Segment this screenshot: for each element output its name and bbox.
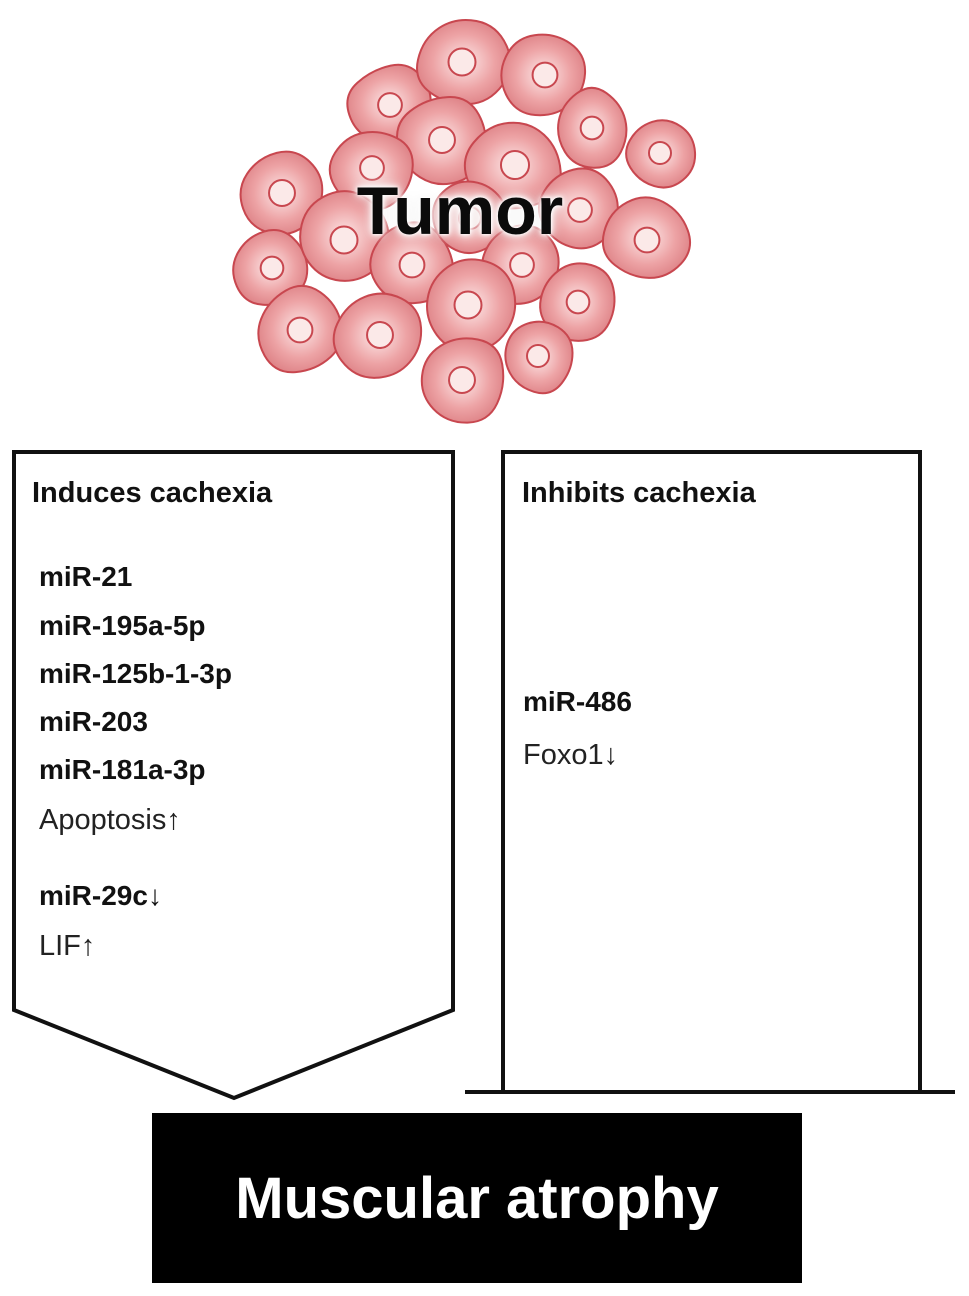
cell-nucleus bbox=[259, 255, 285, 281]
induces-mirna-2: miR-195a-5p bbox=[39, 610, 206, 641]
inhibits-cachexia-title: Inhibits cachexia bbox=[522, 477, 756, 509]
induces-mirna-4: miR-203 bbox=[39, 706, 148, 737]
inhibits-effect-foxo1: Foxo1↓ bbox=[523, 739, 619, 771]
tumor-label: Tumor bbox=[356, 173, 564, 249]
cell-nucleus bbox=[458, 206, 482, 230]
inhibits-cachexia-box bbox=[501, 450, 922, 1092]
cell-nucleus bbox=[509, 252, 535, 278]
cell-nucleus bbox=[366, 321, 394, 349]
induces-mirna-1: miR-21 bbox=[39, 561, 133, 592]
cell-nucleus bbox=[398, 251, 426, 279]
induces-mirna-5: miR-181a-3p bbox=[39, 754, 206, 785]
cell-nucleus bbox=[648, 141, 672, 165]
cell-nucleus bbox=[567, 197, 593, 223]
cell-nucleus bbox=[453, 290, 483, 320]
induces-cachexia-title: Induces cachexia bbox=[32, 477, 273, 509]
cell-nucleus bbox=[499, 149, 531, 181]
cell-nucleus bbox=[633, 226, 661, 254]
muscular-atrophy-box: Muscular atrophy bbox=[152, 1113, 802, 1283]
cell-nucleus bbox=[579, 115, 605, 141]
induces-cachexia-arrow-box bbox=[12, 450, 455, 1101]
cell-nucleus bbox=[526, 344, 550, 368]
cell-nucleus bbox=[359, 155, 385, 181]
cell-nucleus bbox=[286, 316, 314, 344]
induces-mirna-3: miR-125b-1-3p bbox=[39, 658, 232, 689]
cell-nucleus bbox=[531, 61, 559, 89]
cell-nucleus bbox=[448, 366, 476, 394]
tumor-cell-cluster bbox=[232, 18, 697, 424]
cell-nucleus bbox=[565, 289, 591, 315]
induces-effect-lif: LIF↑ bbox=[39, 930, 96, 962]
cell-nucleus bbox=[428, 126, 456, 154]
induces-mirna-29c: miR-29c↓ bbox=[39, 880, 162, 911]
induces-effect-apoptosis: Apoptosis↑ bbox=[39, 804, 181, 836]
muscular-atrophy-label: Muscular atrophy bbox=[235, 1165, 719, 1231]
cell-nucleus bbox=[329, 225, 359, 255]
cell-nucleus bbox=[268, 179, 296, 207]
cell-nucleus bbox=[447, 47, 477, 77]
inhibits-mirna-486: miR-486 bbox=[523, 686, 632, 717]
cell-nucleus bbox=[377, 92, 403, 118]
